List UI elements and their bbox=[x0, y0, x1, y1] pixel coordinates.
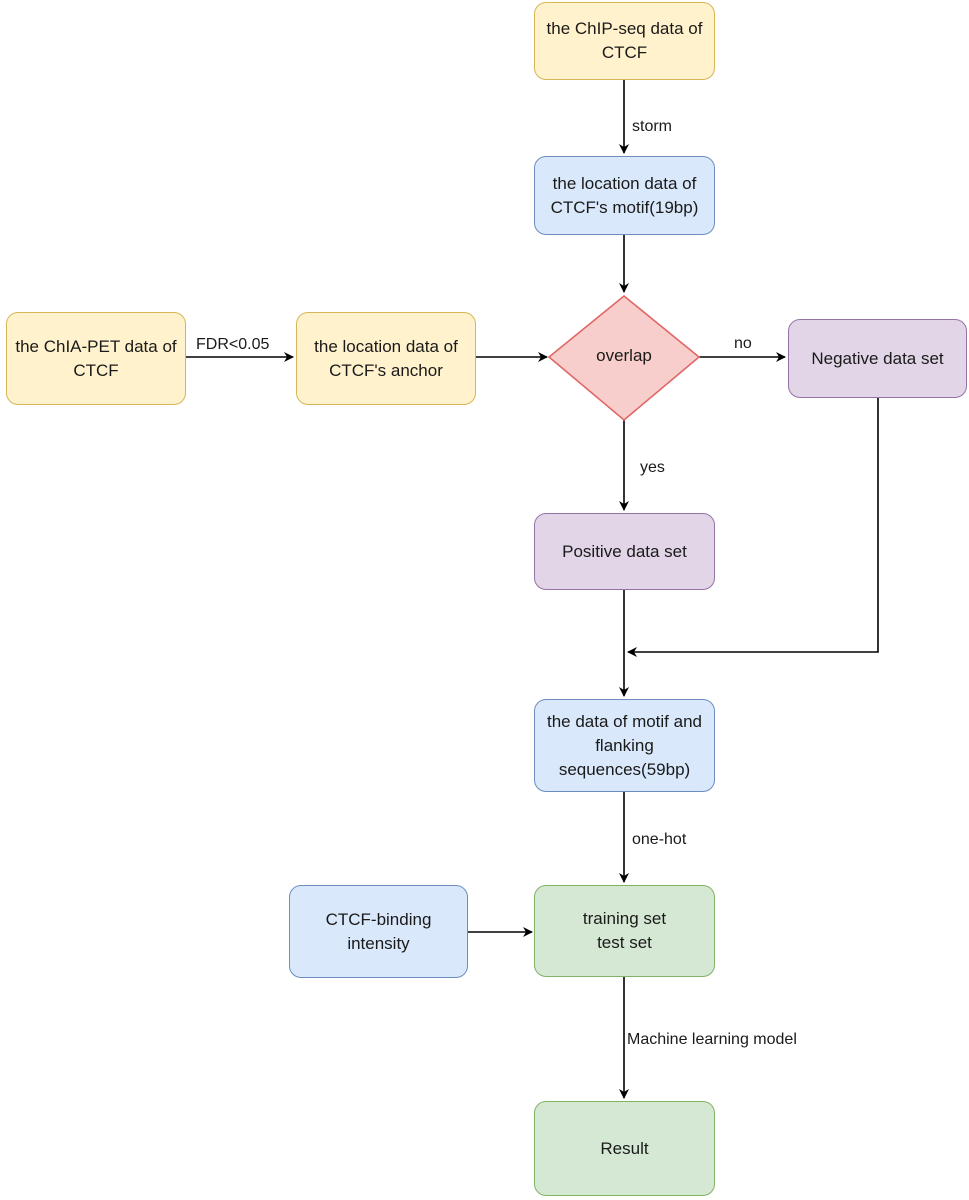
no-label: no bbox=[732, 334, 754, 354]
positive-node: Positive data set bbox=[534, 513, 715, 590]
overlap-label: overlap bbox=[596, 346, 652, 365]
one-hot-label: one-hot bbox=[630, 830, 689, 850]
ml-model-label: Machine learning model bbox=[625, 1030, 799, 1050]
edge-negative-to-merge bbox=[627, 398, 879, 657]
storm-label: storm bbox=[630, 117, 674, 137]
overlap-diamond bbox=[547, 294, 701, 422]
yes-label: yes bbox=[638, 458, 667, 478]
negative-node: Negative data set bbox=[788, 319, 967, 398]
fdr-label: FDR<0.05 bbox=[194, 335, 272, 355]
result-node: Result bbox=[534, 1101, 715, 1196]
